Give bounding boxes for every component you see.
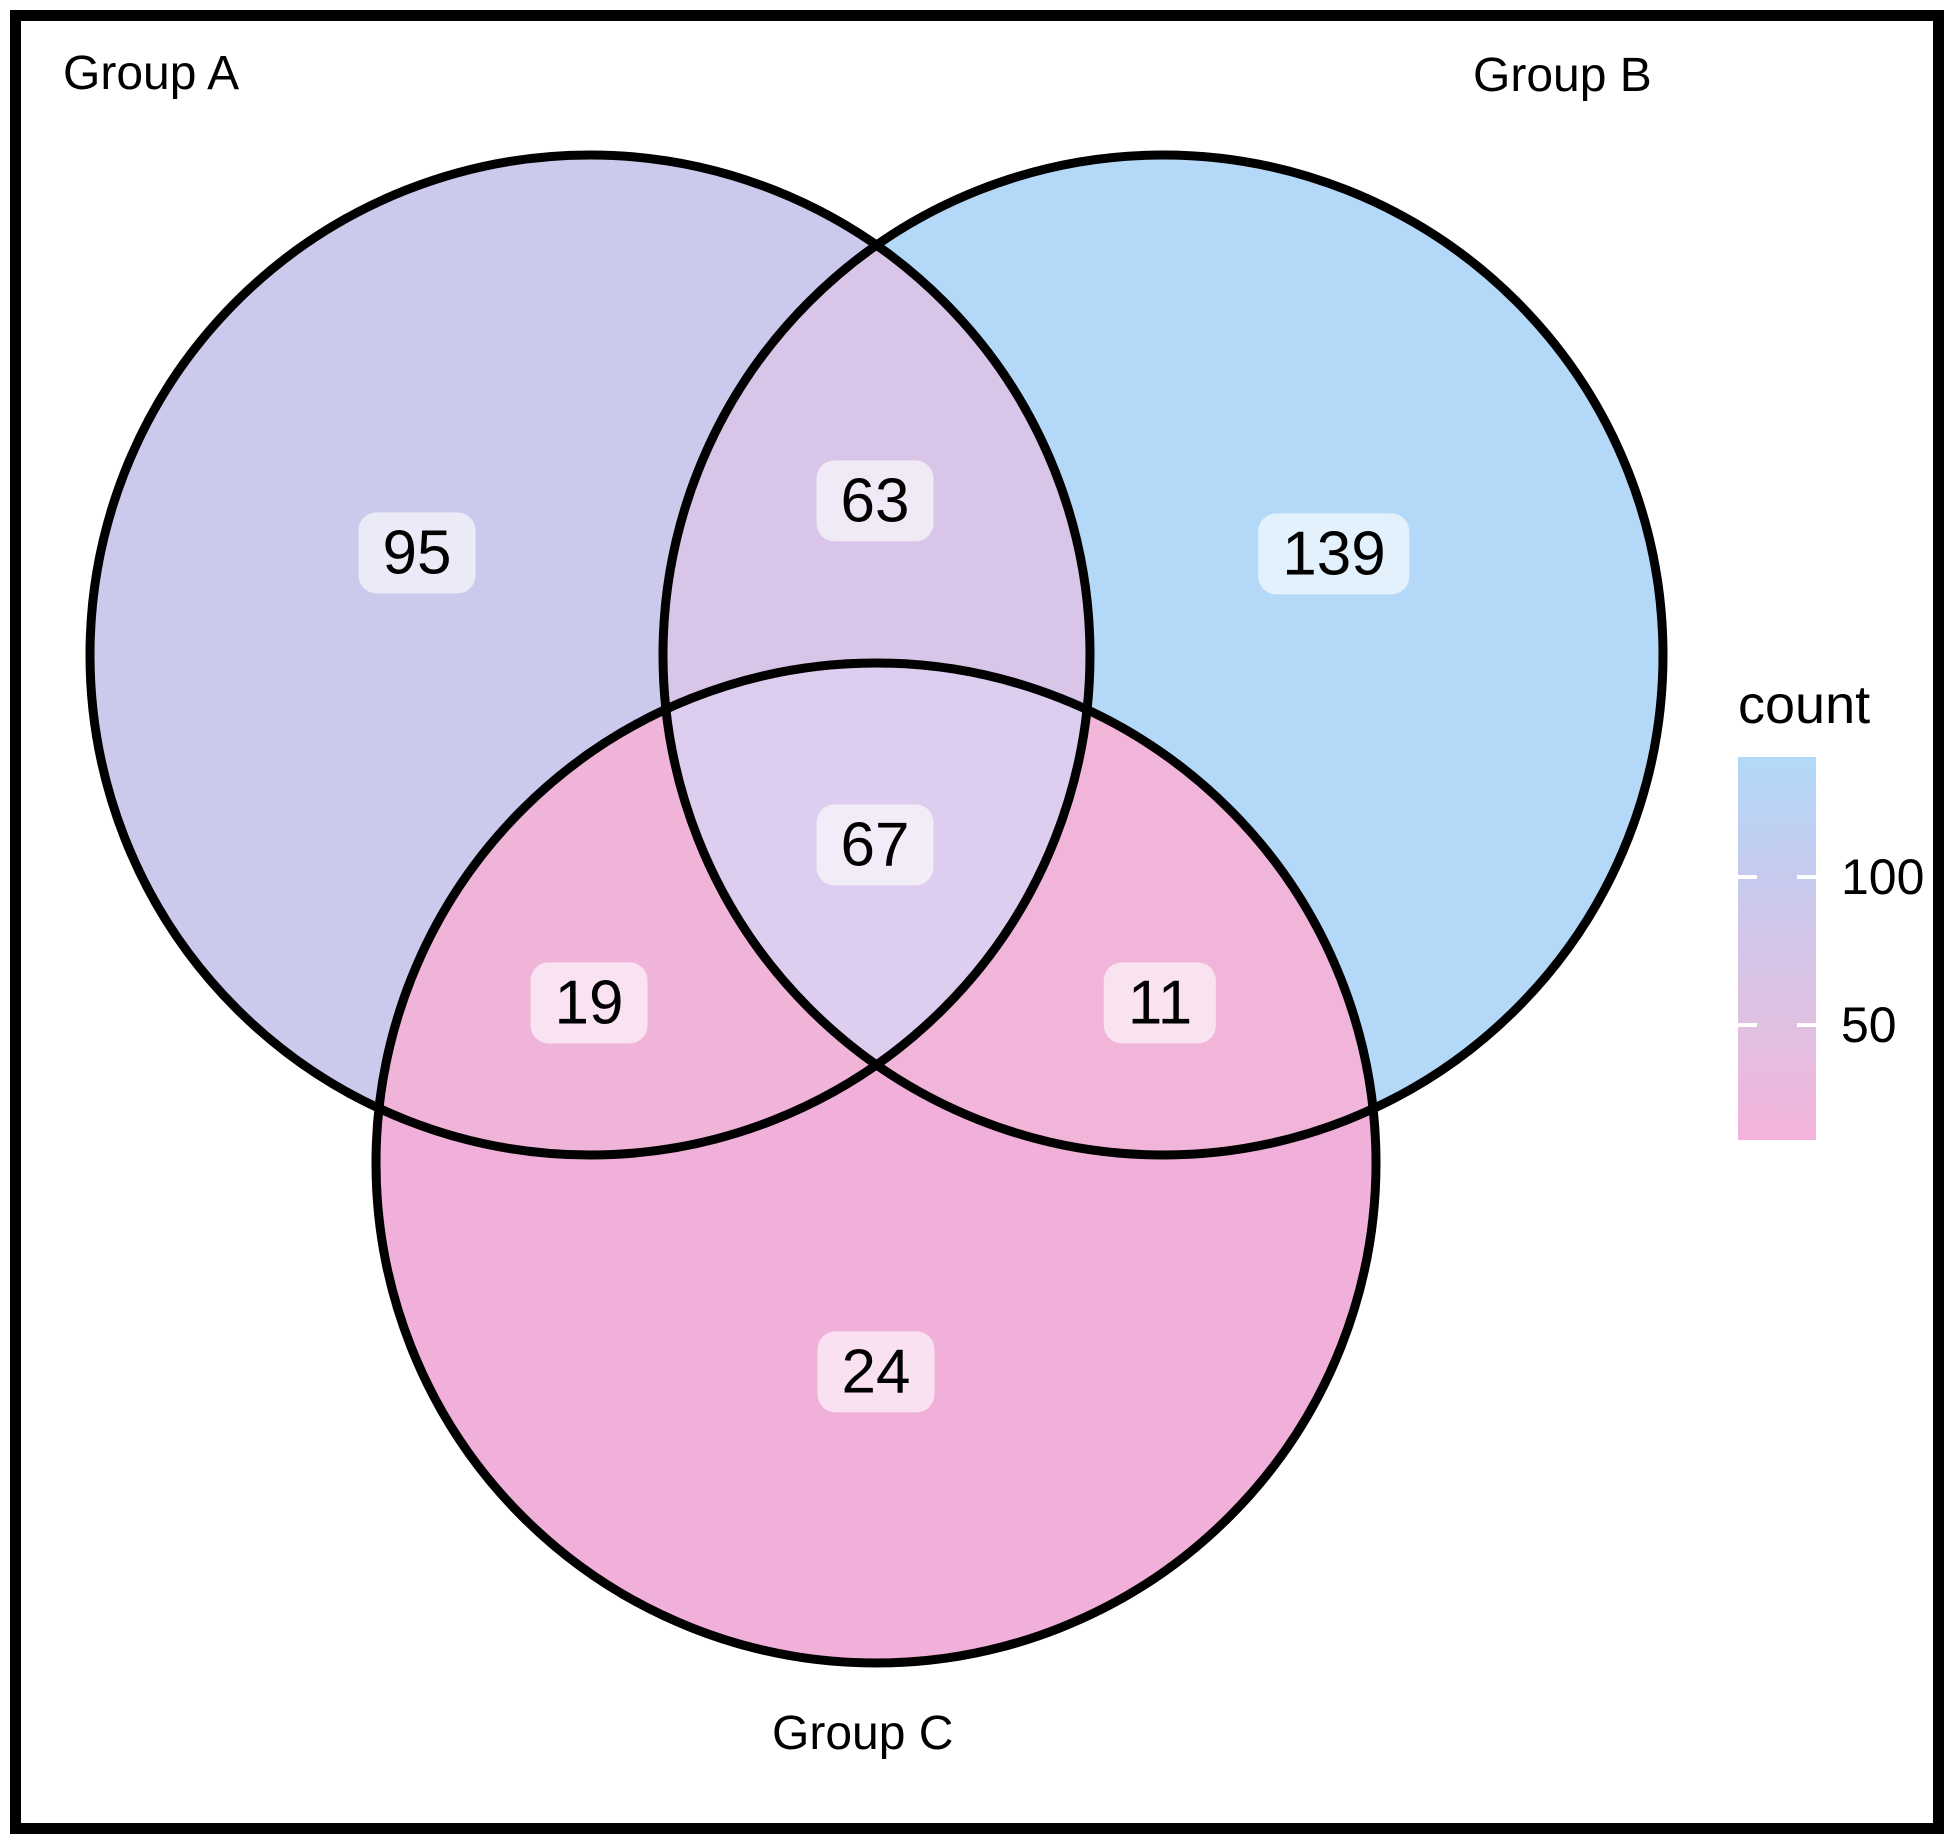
count-label-a-and-c: 19 [530,962,648,1044]
set-label-group-c: Group C [772,1707,954,1760]
set-label-group-b: Group B [1473,49,1652,102]
circle-outline-group-c [371,658,1381,1668]
count-label-a-b-c: 67 [816,804,934,886]
legend-title: count [1738,675,1871,735]
legend-tick-label-50: 50 [1841,997,1897,1053]
circle-outline-group-b [658,150,1668,1160]
region-a-b-c [663,663,1090,1155]
count-label-b-and-c: 11 [1103,962,1217,1044]
count-label-b-only: 139 [1258,513,1410,595]
legend-tick-label-100: 100 [1841,849,1925,905]
set-label-group-a: Group A [63,47,240,100]
legend-colorbar [1738,757,1816,1140]
count-label-a-and-b: 63 [816,460,934,542]
count-label-a-only: 95 [358,512,476,594]
count-label-c-only: 24 [817,1331,935,1413]
circle-outline-group-a [85,150,1095,1160]
